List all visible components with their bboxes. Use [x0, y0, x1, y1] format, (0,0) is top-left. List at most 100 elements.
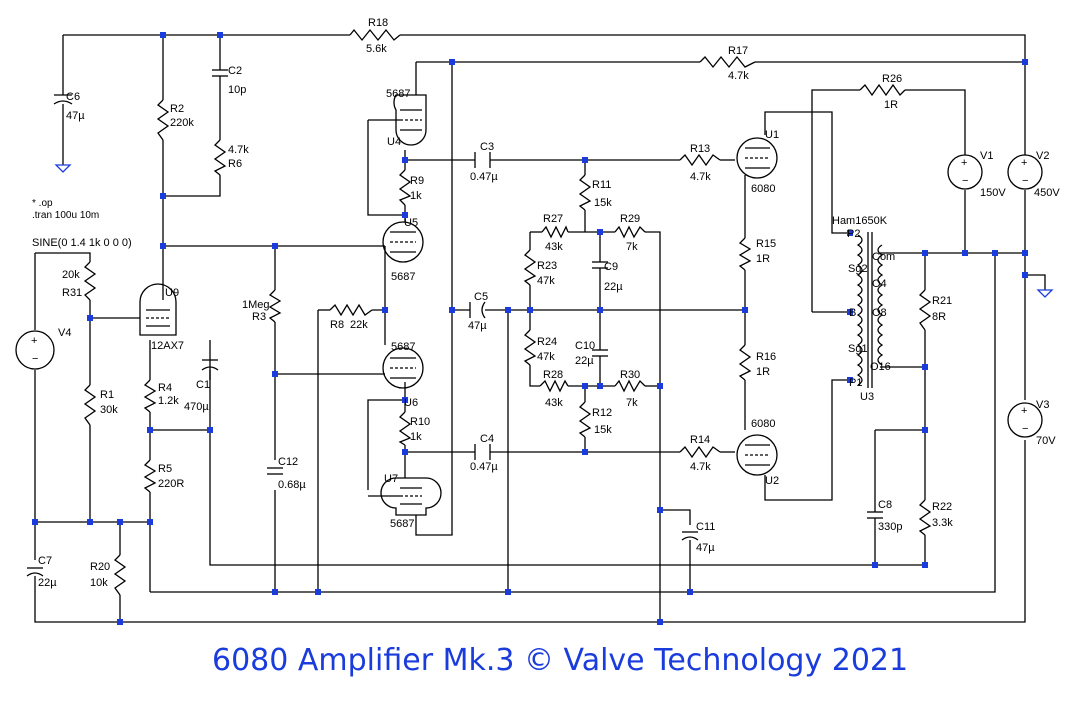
- u2-type: 6080: [751, 418, 775, 430]
- c1-value: 470µ: [184, 401, 209, 413]
- pin-o8: O8: [872, 307, 887, 319]
- v4-source: +−: [15, 330, 55, 370]
- op-directive: * .op: [32, 198, 53, 209]
- c5-value: 47µ: [468, 320, 487, 332]
- r14-value: 4.7k: [690, 461, 711, 473]
- c4-value: 0.47µ: [470, 461, 498, 473]
- r28-value: 43k: [545, 397, 563, 409]
- pin-p2: P2: [847, 228, 860, 240]
- capacitor-symbols: [26, 69, 883, 585]
- svg-text:+: +: [1021, 405, 1027, 417]
- u7-type: 5687: [390, 518, 414, 530]
- r28-ref: R28: [543, 369, 563, 381]
- r18-symbol: [349, 28, 401, 42]
- r29-ref: R29: [620, 213, 640, 225]
- u5-type: 5687: [391, 271, 415, 283]
- r9-symbol: [398, 169, 412, 206]
- r16-value: 1R: [756, 366, 770, 378]
- v4-sine-spec: SINE(0 1.4 1k 0 0 0): [32, 237, 132, 249]
- r1-value: 30k: [100, 404, 118, 416]
- r6-value: 4.7k: [228, 144, 249, 156]
- v3-value: 70V: [1036, 435, 1056, 447]
- c10-symbol: [592, 349, 608, 360]
- c8-value: 330p: [878, 521, 902, 533]
- c4-ref: C4: [480, 433, 494, 445]
- r24-value: 47k: [537, 351, 555, 363]
- u4-valve: [368, 94, 427, 146]
- c6-ref: C6: [66, 91, 80, 103]
- r12-symbol: [578, 401, 592, 438]
- u9-type: 12AX7: [151, 340, 184, 352]
- u2-valve: [736, 434, 778, 476]
- r9-ref: R9: [410, 175, 424, 187]
- pin-p1: P1: [849, 377, 862, 389]
- u1-ref: U1: [765, 129, 779, 141]
- r14-ref: R14: [690, 434, 710, 446]
- c2-ref: C2: [228, 65, 242, 77]
- u6-valve: [382, 347, 424, 389]
- r26-value: 1R: [884, 99, 898, 111]
- r27-ref: R27: [543, 213, 563, 225]
- r10-ref: R10: [410, 416, 430, 428]
- r23-value: 47k: [537, 275, 555, 287]
- v1-ref: V1: [980, 150, 993, 162]
- u5-ref: U5: [404, 217, 418, 229]
- r1-ref: R1: [100, 389, 114, 401]
- r31-value: 20k: [62, 269, 80, 281]
- c8-symbol: [867, 511, 883, 525]
- c10-value: 22µ: [575, 355, 594, 367]
- c9-value: 22µ: [604, 281, 623, 293]
- c3-ref: C3: [480, 141, 494, 153]
- r10-value: 1k: [410, 431, 422, 443]
- c6-symbol: [53, 94, 73, 118]
- voltage-sources: +− +− +− +−: [15, 154, 1043, 438]
- r5-ref: R5: [158, 463, 172, 475]
- c6-value: 47µ: [66, 110, 85, 122]
- r1-symbol: [83, 384, 97, 426]
- r22-symbol: [918, 499, 932, 536]
- r2-symbol: [156, 99, 170, 141]
- c3-value: 0.47µ: [470, 171, 498, 183]
- svg-text:+: +: [31, 335, 37, 347]
- c7-ref: C7: [38, 555, 52, 567]
- r18-ref: R18: [368, 17, 388, 29]
- r31-symbol: [83, 261, 97, 301]
- r16-ref: R16: [756, 351, 776, 363]
- r30-ref: R30: [620, 369, 640, 381]
- svg-text:−: −: [1022, 175, 1028, 187]
- ground-icon: [54, 164, 72, 173]
- svg-text:−: −: [962, 175, 968, 187]
- r13-value: 4.7k: [690, 171, 711, 183]
- r15-value: 1R: [756, 253, 770, 265]
- r3-symbol: [268, 289, 282, 323]
- r12-ref: R12: [592, 407, 612, 419]
- r17-ref: R17: [728, 45, 748, 57]
- r15-ref: R15: [756, 238, 776, 250]
- r24-ref: R24: [537, 336, 557, 348]
- r22-value: 3.3k: [932, 517, 953, 529]
- r17-symbol: [699, 55, 756, 69]
- r8-symbol: [329, 303, 373, 317]
- u1-valve: [736, 137, 778, 179]
- v3-source: +−: [1007, 402, 1043, 438]
- c1-symbol: [201, 340, 219, 380]
- r13-symbol: [679, 153, 721, 167]
- svg-text:+: +: [1021, 157, 1027, 169]
- u4-type: 5687: [386, 88, 410, 100]
- r13-ref: R13: [690, 143, 710, 155]
- transformer-ref: U3: [860, 391, 874, 403]
- r4-symbol: [143, 379, 157, 413]
- r21-ref: R21: [932, 295, 952, 307]
- u6-ref: U6: [404, 397, 418, 409]
- r11-value: 15k: [594, 197, 612, 209]
- u6-type: 5687: [391, 341, 415, 353]
- pin-b: B: [849, 307, 856, 319]
- junctions: [32, 32, 1028, 625]
- c11-symbol: [681, 531, 699, 541]
- u5-valve: [382, 221, 424, 263]
- ground-icon: [1036, 289, 1054, 298]
- c3-symbol: [474, 152, 491, 168]
- c5-ref: C5: [474, 291, 488, 303]
- svg-text:−: −: [32, 353, 38, 365]
- c2-value: 10p: [228, 84, 246, 96]
